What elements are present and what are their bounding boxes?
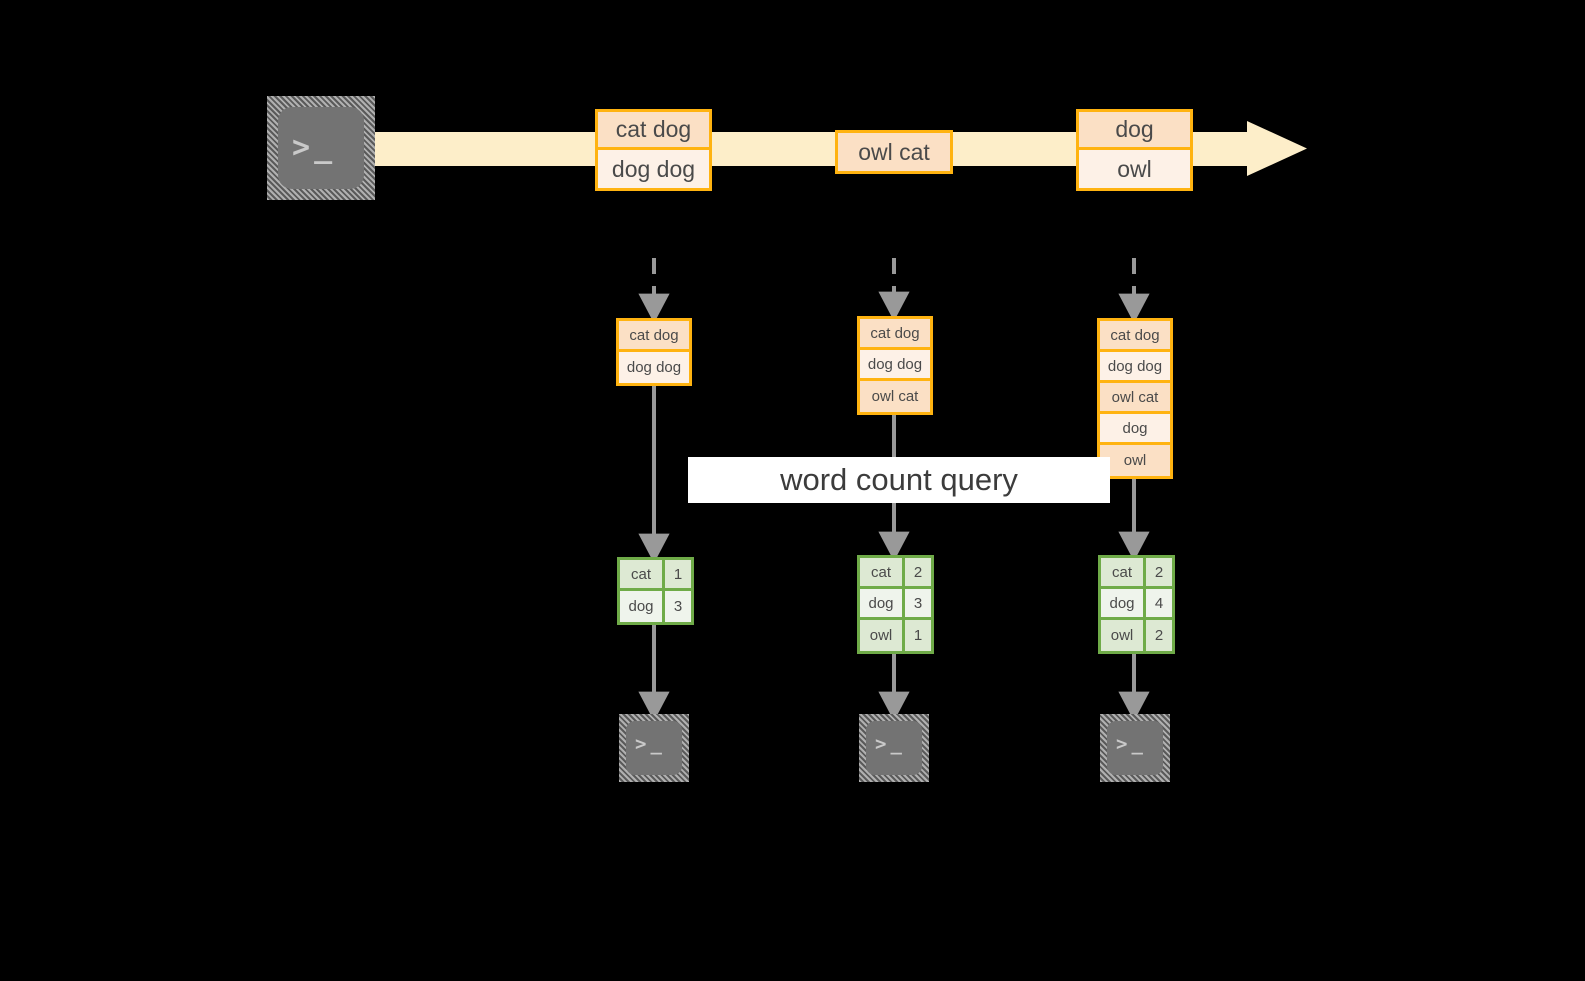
snapshot-line: dog dog — [619, 352, 689, 383]
sink-terminal-icon-1[interactable]: >_ — [619, 714, 689, 782]
result-word: dog — [1101, 589, 1146, 617]
stream-record-group-3: dog owl — [1076, 109, 1193, 191]
result-count: 2 — [1146, 620, 1172, 651]
table-row: dog 4 — [1101, 589, 1172, 620]
table-row: owl 1 — [860, 620, 931, 651]
result-word: cat — [1101, 558, 1146, 586]
snapshot-line: dog dog — [860, 350, 930, 381]
stream-record-line: owl cat — [838, 133, 950, 171]
result-word: owl — [1101, 620, 1146, 651]
result-word: cat — [620, 560, 665, 588]
result-table-2: cat 2 dog 3 owl 1 — [857, 555, 934, 654]
stream-record-group-1: cat dog dog dog — [595, 109, 712, 191]
result-table-3: cat 2 dog 4 owl 2 — [1098, 555, 1175, 654]
table-row: owl 2 — [1101, 620, 1172, 651]
table-row: dog 3 — [620, 591, 691, 622]
result-count: 2 — [1146, 558, 1172, 586]
snapshot-line: cat dog — [619, 321, 689, 352]
snapshot-line: cat dog — [860, 319, 930, 350]
stream-record-line: dog dog — [598, 150, 709, 188]
snapshot-line: dog — [1100, 414, 1170, 445]
snapshot-line: dog dog — [1100, 352, 1170, 383]
terminal-screen: >_ — [626, 721, 682, 775]
terminal-screen: >_ — [866, 721, 922, 775]
snapshot-line: owl cat — [1100, 383, 1170, 414]
stream-record-line: dog — [1079, 112, 1190, 150]
source-terminal-icon[interactable]: >_ — [267, 96, 375, 200]
stream-record-group-2: owl cat — [835, 130, 953, 174]
terminal-screen: >_ — [1107, 721, 1163, 775]
terminal-screen: >_ — [278, 107, 364, 189]
snapshot-2-table: cat dog dog dog owl cat — [857, 316, 933, 415]
result-word: cat — [860, 558, 905, 586]
stream-record-line: owl — [1079, 150, 1190, 188]
terminal-prompt-glyph: >_ — [635, 733, 662, 755]
snapshot-1-table: cat dog dog dog — [616, 318, 692, 386]
terminal-prompt-glyph: >_ — [292, 130, 333, 165]
result-count: 3 — [905, 589, 931, 617]
sink-terminal-icon-3[interactable]: >_ — [1100, 714, 1170, 782]
table-row: cat 2 — [860, 558, 931, 589]
result-count: 2 — [905, 558, 931, 586]
snapshot-line: owl cat — [860, 381, 930, 412]
table-row: dog 3 — [860, 589, 931, 620]
result-count: 1 — [665, 560, 691, 588]
result-word: owl — [860, 620, 905, 651]
result-count: 1 — [905, 620, 931, 651]
result-count: 4 — [1146, 589, 1172, 617]
terminal-prompt-glyph: >_ — [1116, 733, 1143, 755]
stream-record-line: cat dog — [598, 112, 709, 150]
table-row: cat 1 — [620, 560, 691, 591]
query-label: word count query — [688, 457, 1110, 503]
result-count: 3 — [665, 591, 691, 622]
terminal-prompt-glyph: >_ — [875, 733, 902, 755]
snapshot-line: owl — [1100, 445, 1170, 476]
result-table-1: cat 1 dog 3 — [617, 557, 694, 625]
result-word: dog — [620, 591, 665, 622]
snapshot-3-table: cat dog dog dog owl cat dog owl — [1097, 318, 1173, 479]
snapshot-line: cat dog — [1100, 321, 1170, 352]
table-row: cat 2 — [1101, 558, 1172, 589]
sink-terminal-icon-2[interactable]: >_ — [859, 714, 929, 782]
result-word: dog — [860, 589, 905, 617]
